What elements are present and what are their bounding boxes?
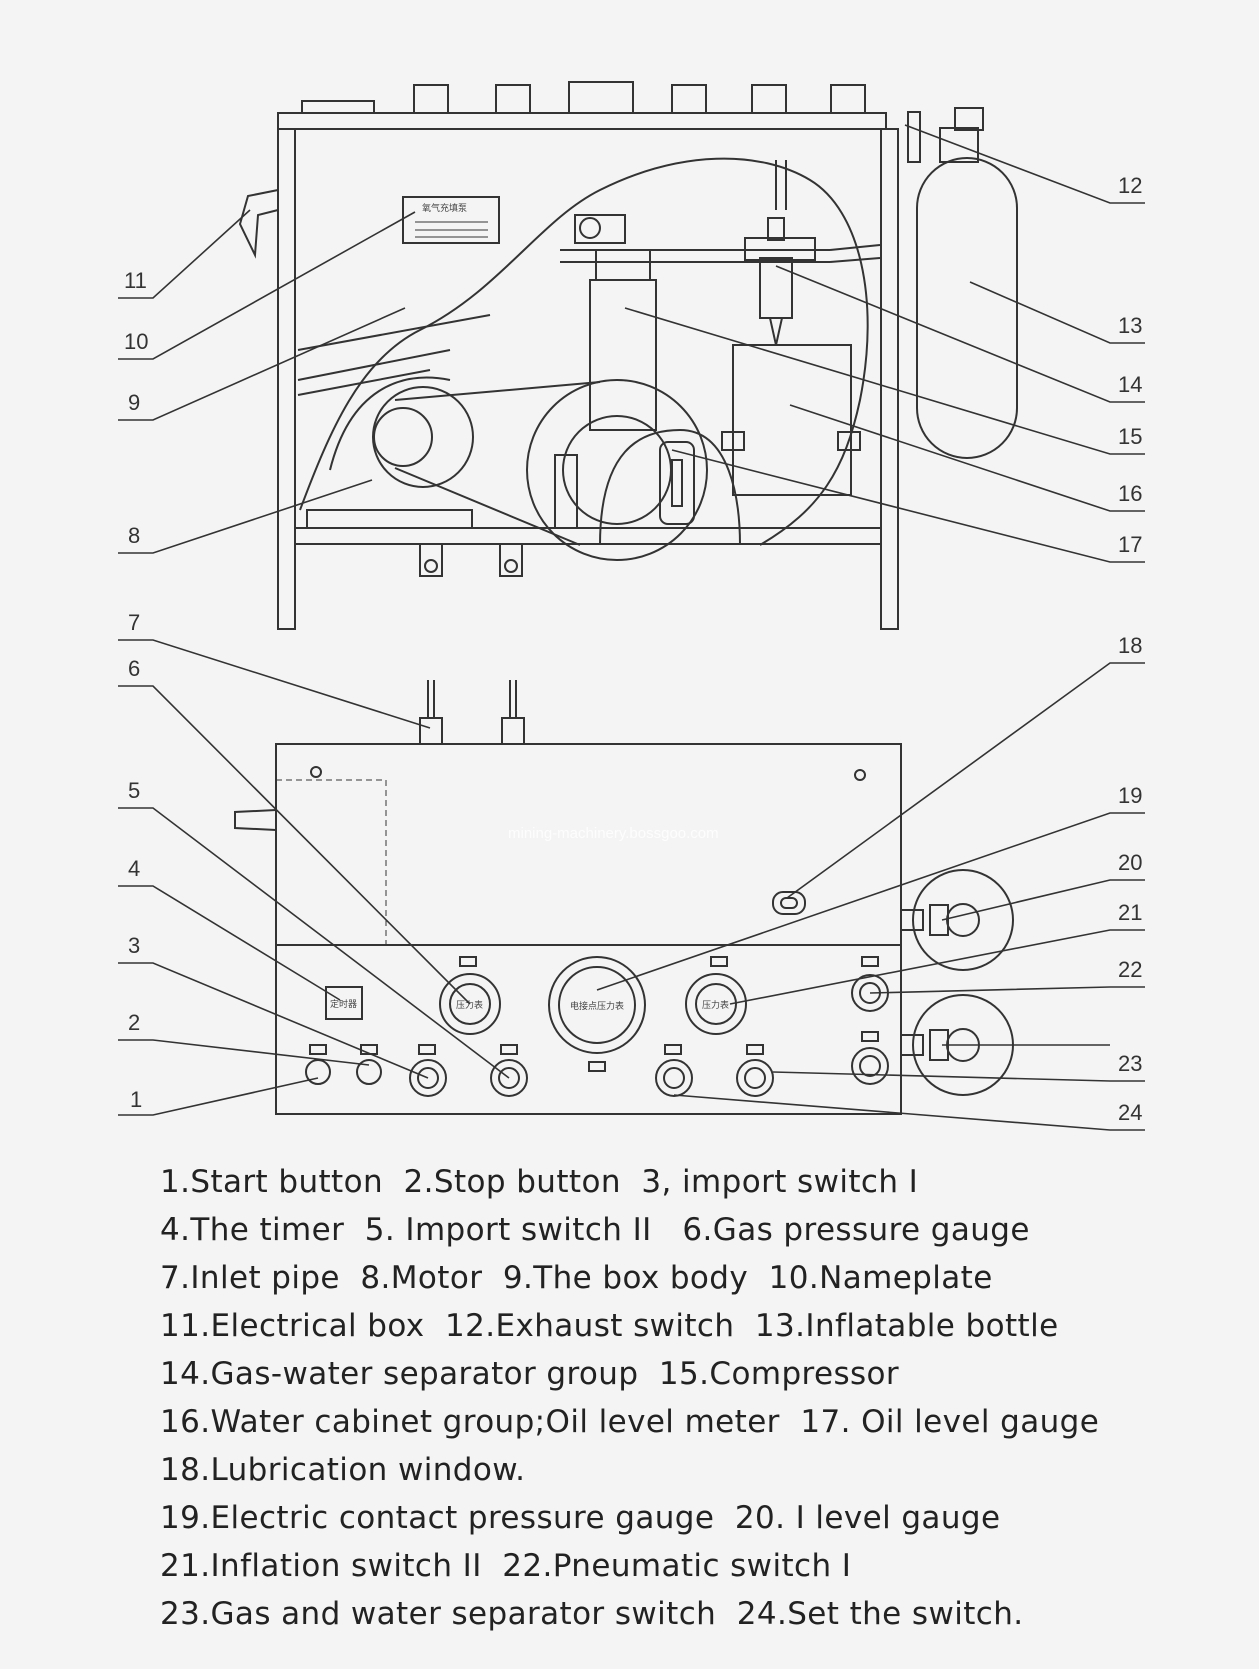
callout-12: 12 [1118, 173, 1142, 198]
callout-17: 17 [1118, 532, 1142, 557]
callout-labels: 1 2 3 4 5 6 7 8 9 10 11 12 13 14 15 16 1… [124, 173, 1142, 1125]
callout-2: 2 [128, 1010, 140, 1035]
nameplate-text: 氧气充填泵 [422, 202, 467, 214]
import-switch-2[interactable] [490, 1059, 528, 1097]
gauge-center-text: 电接点压力表 [570, 1000, 624, 1012]
callout-22: 22 [1118, 957, 1142, 982]
legend-line: 16.Water cabinet group;Oil level meter 1… [160, 1404, 1100, 1440]
callout-24: 24 [1118, 1100, 1142, 1125]
callout-23: 23 [1118, 1051, 1142, 1076]
legend-line: 7.Inlet pipe 8.Motor 9.The box body 10.N… [160, 1260, 993, 1296]
timer [325, 986, 363, 1020]
inflatable-bottle [916, 157, 1018, 459]
top-elevation: 氧气充填泵 [238, 81, 1018, 630]
start-button[interactable] [305, 1059, 331, 1085]
parts-legend: 1.Start button 2.Stop button 3, import s… [160, 1158, 1220, 1638]
callout-18: 18 [1118, 633, 1142, 658]
callout-9: 9 [128, 390, 140, 415]
callout-10: 10 [124, 329, 148, 354]
callout-21: 21 [1118, 900, 1142, 925]
oil-level-gauge [659, 441, 695, 525]
callout-7: 7 [128, 610, 140, 635]
callout-5: 5 [128, 778, 140, 803]
legend-line: 14.Gas-water separator group 15.Compress… [160, 1356, 900, 1392]
gauge-left-text: 压力表 [456, 999, 483, 1011]
set-switch[interactable] [655, 1059, 693, 1097]
front-panel-view: 定时器 压力表 电接点压力表 压力表 [234, 680, 1014, 1115]
lubrication-window [772, 891, 806, 915]
pneumatic-switch-1[interactable] [851, 1047, 889, 1085]
watermark: mining-machinery.bossgoo.com [508, 825, 719, 842]
level-gauge-right [685, 973, 747, 1035]
gas-water-separator-switch[interactable] [736, 1059, 774, 1097]
electric-contact-pressure-gauge [548, 956, 646, 1054]
callout-16: 16 [1118, 481, 1142, 506]
callout-8: 8 [128, 523, 140, 548]
legend-line: 11.Electrical box 12.Exhaust switch 13.I… [160, 1308, 1059, 1344]
callout-6: 6 [128, 656, 140, 681]
callout-14: 14 [1118, 372, 1142, 397]
legend-line: 4.The timer 5. Import switch II 6.Gas pr… [160, 1212, 1030, 1248]
stop-button[interactable] [356, 1059, 382, 1085]
gauge-right-text: 压力表 [702, 999, 729, 1011]
callout-3: 3 [128, 933, 140, 958]
callout-19: 19 [1118, 783, 1142, 808]
legend-line: 19.Electric contact pressure gauge 20. Ⅰ… [160, 1500, 1001, 1536]
gas-pressure-gauge [439, 973, 501, 1035]
callout-20: 20 [1118, 850, 1142, 875]
leader-lines [118, 124, 1145, 1131]
import-switch-1[interactable] [409, 1059, 447, 1097]
callout-4: 4 [128, 856, 140, 881]
callout-1: 1 [130, 1087, 142, 1112]
timer-text: 定时器 [330, 998, 357, 1010]
nameplate [402, 196, 500, 244]
callout-15: 15 [1118, 424, 1142, 449]
callout-13: 13 [1118, 313, 1142, 338]
legend-line: 21.Inflation switch II 22.Pneumatic swit… [160, 1548, 852, 1584]
legend-line: 18.Lubrication window. [160, 1452, 526, 1488]
legend-line: 1.Start button 2.Stop button 3, import s… [160, 1164, 919, 1200]
legend-line: 23.Gas and water separator switch 24.Set… [160, 1596, 1024, 1632]
callout-11: 11 [124, 268, 147, 293]
equipment-diagram: 氧气充填泵 [118, 81, 1145, 1131]
